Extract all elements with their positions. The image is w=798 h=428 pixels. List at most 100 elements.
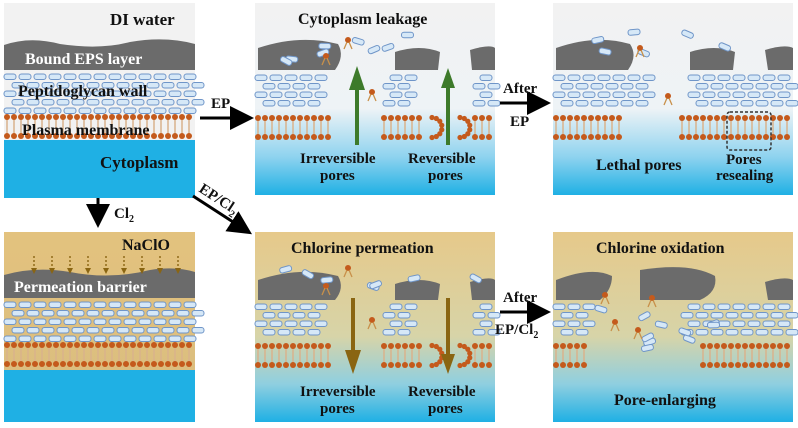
lipid-head — [595, 134, 601, 140]
lipid-head — [402, 362, 408, 368]
lipid-head — [255, 134, 261, 140]
wall-unit — [695, 312, 709, 319]
wall-unit — [168, 90, 182, 97]
eps-clumps — [556, 39, 793, 70]
lipid-head — [707, 343, 713, 349]
wall-unit — [131, 99, 145, 106]
fragmented-molecules — [594, 292, 721, 352]
lipid-head — [67, 361, 73, 367]
lipid-head — [18, 133, 24, 139]
wall-unit — [382, 312, 396, 319]
wall-unit — [284, 320, 298, 327]
wall-unit — [33, 301, 47, 308]
lipid-head — [311, 343, 317, 349]
wall-unit — [552, 74, 566, 81]
wall-unit — [575, 329, 589, 336]
wall-unit — [116, 99, 130, 106]
chlorine-arrows — [31, 256, 181, 274]
lipid-head — [32, 342, 38, 348]
lipid-head — [276, 362, 282, 368]
lipid-head — [777, 134, 783, 140]
after-label: After — [503, 81, 537, 97]
wall-unit — [161, 327, 175, 334]
lipid-head — [186, 361, 192, 367]
lipid-head — [304, 134, 310, 140]
wall-unit — [560, 100, 574, 107]
eps-clump — [765, 278, 793, 300]
lipid-head — [67, 133, 73, 139]
wall-unit — [26, 310, 40, 317]
lipid-head — [395, 343, 401, 349]
wall-unit — [123, 107, 137, 114]
permeation-barrier-label: Permeation barrier — [14, 279, 147, 296]
wall-unit — [389, 91, 403, 98]
plasma-membrane — [255, 114, 492, 141]
lipid-head — [297, 362, 303, 368]
lipid-head — [479, 115, 485, 121]
lipid-head — [742, 134, 748, 140]
wall-unit — [11, 99, 25, 106]
cl2-label: Cl2 — [114, 206, 134, 225]
lipid-head — [32, 361, 38, 367]
wall-unit — [479, 303, 493, 310]
wall-unit — [153, 107, 167, 114]
wall-unit — [146, 327, 160, 334]
lipid-head — [95, 114, 101, 120]
wall-unit — [123, 318, 137, 325]
lipid-head — [486, 343, 492, 349]
lipid-head — [777, 115, 783, 121]
panel-c: Lethal pores Pores resealing — [552, 3, 798, 195]
lipid-head — [560, 115, 566, 121]
wall-unit — [146, 310, 160, 317]
lipid-head — [749, 362, 755, 368]
lipid-head — [165, 342, 171, 348]
lipid-head — [318, 343, 324, 349]
wall-unit — [612, 74, 626, 81]
permeation-arrow-small — [441, 298, 455, 374]
wall-unit — [680, 312, 694, 319]
wall-unit — [71, 99, 85, 106]
lipid-head — [318, 362, 324, 368]
wall-unit — [101, 99, 115, 106]
lipid-head — [144, 133, 150, 139]
lipid-head — [116, 114, 122, 120]
wall-unit — [108, 335, 122, 342]
wall-unit — [590, 83, 604, 90]
wall-unit — [93, 90, 107, 97]
wall-unit — [191, 310, 205, 317]
lipid-head — [581, 115, 587, 121]
wall-unit — [404, 91, 418, 98]
wall-unit — [770, 100, 784, 107]
lipid-head — [179, 361, 185, 367]
wall-unit — [612, 91, 626, 98]
wall-unit — [93, 335, 107, 342]
wall-unit — [299, 320, 313, 327]
wall-fragment — [591, 36, 605, 45]
wall-unit — [138, 90, 152, 97]
lipid-head — [784, 134, 790, 140]
lipid-head — [381, 362, 387, 368]
wall-unit — [299, 303, 313, 310]
wall-unit — [78, 335, 92, 342]
lipid-head — [714, 343, 720, 349]
irreversible-label: Irreversible — [300, 151, 376, 167]
wall-unit — [3, 90, 17, 97]
wall-fragment — [682, 334, 696, 344]
wall-unit — [56, 99, 70, 106]
wall-unit — [176, 82, 190, 89]
lipid-head — [395, 115, 401, 121]
wall-unit — [687, 74, 701, 81]
wall-unit — [740, 312, 754, 319]
wall-unit — [732, 320, 746, 327]
lipid-head — [283, 343, 289, 349]
lipid-head — [409, 115, 415, 121]
lipid-head — [109, 342, 115, 348]
lipid-head — [123, 114, 129, 120]
wall-unit — [732, 74, 746, 81]
lipid-head — [186, 133, 192, 139]
lipid-head — [53, 361, 59, 367]
lipid-head — [763, 115, 769, 121]
lipid-head — [18, 361, 24, 367]
di-water-label: DI water — [110, 10, 175, 29]
wall-unit — [762, 91, 776, 98]
